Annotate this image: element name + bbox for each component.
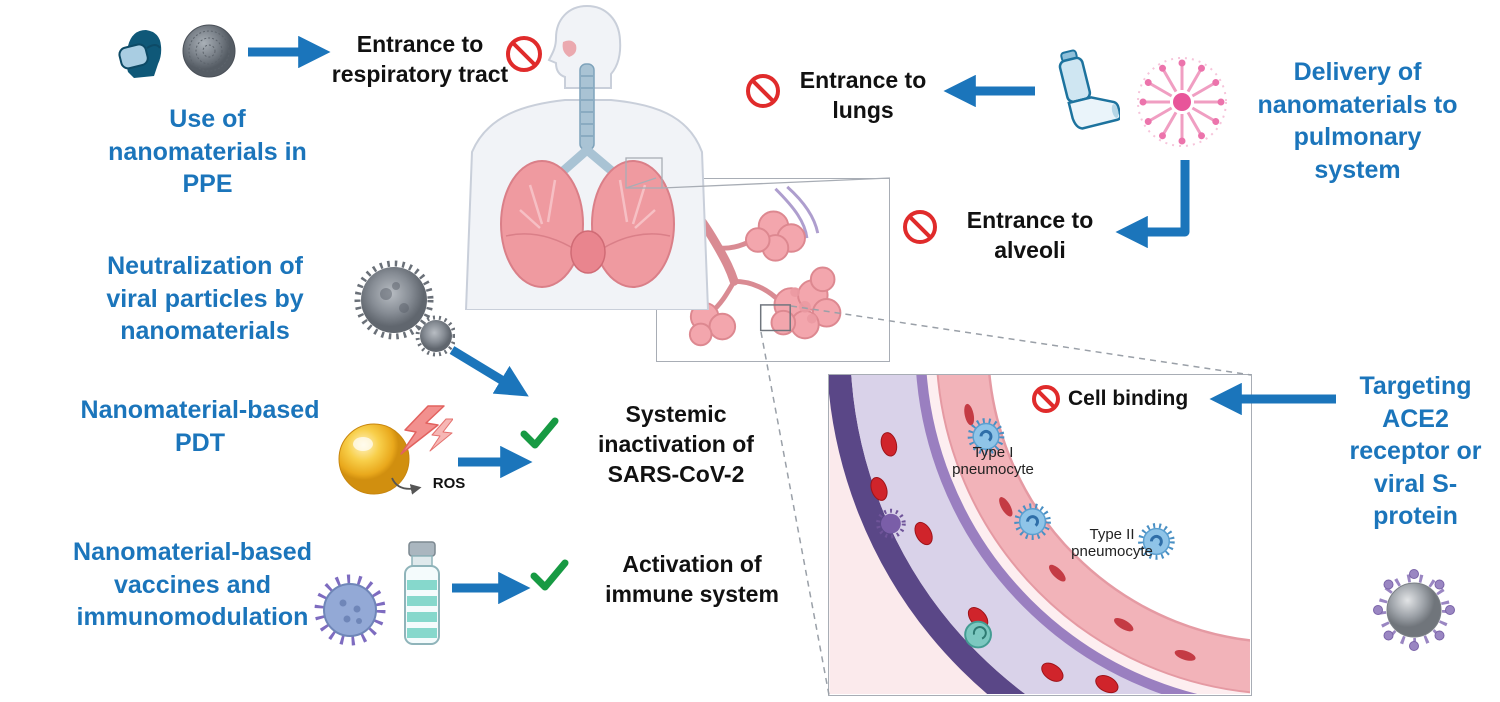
arrow-to-entrance-alveoli (1115, 160, 1190, 249)
no-entry-icon-alveoli (903, 210, 937, 244)
label-delivery-pulmonary: Delivery of nanomaterials to pulmonary s… (1257, 58, 1458, 184)
no-entry-icon-lungs (746, 74, 780, 108)
check-icon-immune (528, 554, 570, 596)
trachea-rings (581, 75, 593, 137)
label-targeting-ace2: Targeting ACE2 receptor or viral S- prot… (1349, 372, 1482, 530)
nanoparticle-icon (180, 22, 238, 80)
label-activation-immune: Activation of immune system (605, 551, 779, 607)
vaccine-virus-icon (305, 565, 395, 655)
airway-tree (519, 179, 656, 229)
lobe-lines (505, 233, 671, 251)
label-use-of-nanomaterials-in-ppe: Use of nanomaterials in PPE (108, 105, 307, 198)
purple-dendritic-cell (876, 508, 906, 539)
heart (570, 230, 606, 274)
inhaler-icon (1040, 46, 1122, 141)
virus-particles-icon (350, 258, 457, 358)
nasal-cavity (562, 40, 577, 57)
label-type2-pneumocyte: Type II pneumocyte (1071, 526, 1153, 561)
no-entry-icon-respiratory (506, 36, 542, 72)
check-icon-systemic (518, 412, 560, 454)
alveolus-inset-box (826, 0, 1500, 702)
micelle-nanoparticle-icon (1125, 50, 1240, 155)
label-entrance-respiratory-tract: Entrance to respiratory tract (331, 31, 509, 87)
vaccine-vial-icon (393, 540, 451, 652)
label-systemic-inactivation: Systemic inactivation of SARS-CoV-2 (598, 401, 754, 487)
arrow-neutralization (449, 346, 529, 397)
teal-immune-cell (964, 620, 992, 649)
ppe-mask-icon (108, 20, 170, 82)
label-entrance-lungs: Entrance to lungs (799, 67, 927, 123)
label-type1-pneumocyte: Type I pneumocyte (952, 444, 1034, 479)
laser-bolt-icon (398, 405, 454, 460)
no-entry-icon-cell-binding (1032, 385, 1060, 413)
label-nanomaterial-pdt: Nanomaterial-based PDT (80, 396, 320, 457)
human-body-illustration (460, 0, 710, 311)
sprotein-virus-icon (1368, 556, 1460, 656)
label-neutralization: Neutralization of viral particles by nan… (106, 252, 304, 345)
photosensitizer-sphere-icon (335, 420, 413, 498)
trachea (579, 63, 595, 151)
bronchi (557, 145, 618, 177)
label-cell-binding: Cell binding (1068, 387, 1189, 410)
capillary-vessels (774, 185, 820, 239)
label-entrance-alveoli: Entrance to alveoli (966, 207, 1094, 263)
label-vaccines-immunomodulation: Nanomaterial-based vaccines and immunomo… (73, 538, 312, 631)
wall-capillary-cells (964, 403, 1196, 661)
head (547, 4, 622, 89)
label-ros: ROS (432, 475, 466, 492)
macrophage-cell-1 (967, 418, 1005, 455)
alveoli-zoom-rect (759, 304, 791, 332)
